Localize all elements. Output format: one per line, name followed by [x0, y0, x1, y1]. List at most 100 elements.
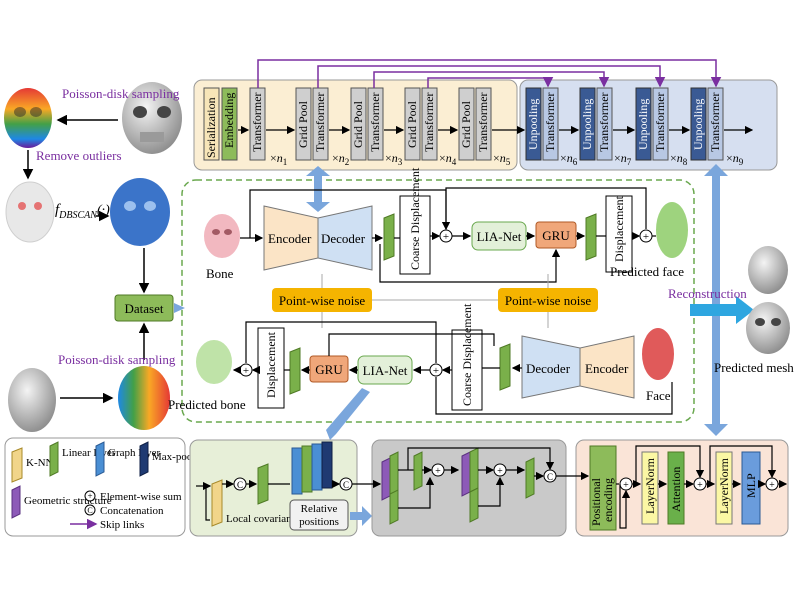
- face-image: [642, 328, 674, 380]
- svg-text:Unpooling: Unpooling: [691, 99, 705, 150]
- svg-text:×n6: ×n6: [560, 151, 578, 167]
- middle-dashed-region: [181, 179, 695, 423]
- mlp-label: MLP: [744, 473, 758, 498]
- legend-skip-links: Skip links: [70, 518, 144, 531]
- bottom-lia-net-label: LIA-Net: [363, 363, 408, 378]
- layernorm-label-1: LayerNorm: [643, 457, 657, 514]
- svg-text:×n8: ×n8: [670, 151, 688, 167]
- bottom-gru-label: GRU: [315, 362, 343, 377]
- noise-label-left: Point-wise noise: [279, 293, 366, 308]
- unpool-stage-3: Unpooling Transformer ×n8: [635, 87, 688, 167]
- faded-skull-image: [5, 181, 55, 243]
- bone-image: [204, 214, 240, 258]
- blue-point-skull-image: [110, 178, 170, 246]
- top-decoder-label: Decoder: [321, 231, 366, 246]
- top-displacement-box: [605, 195, 633, 273]
- unpool-stage-4: Unpooling Transformer ×n9: [690, 87, 744, 167]
- svg-text:×n4: ×n4: [439, 151, 457, 167]
- svg-text:Transformer: Transformer: [476, 92, 490, 152]
- unpool-stage-1: Unpooling Transformer ×n6: [525, 87, 578, 167]
- serialization-block: [203, 87, 220, 161]
- svg-text:K-NN: K-NN: [26, 457, 54, 469]
- attention-block: [667, 451, 685, 525]
- svg-text:+: +: [87, 491, 92, 501]
- bottom-displacement-label: Displacement: [264, 331, 278, 398]
- svg-text:C: C: [547, 472, 553, 482]
- gray-geometric-block: [381, 457, 391, 501]
- svg-text:Transformer: Transformer: [313, 92, 327, 152]
- svg-text:+: +: [697, 480, 703, 491]
- bone-label: Bone: [206, 266, 234, 281]
- top-linear-block: [383, 213, 395, 261]
- poisson-top-label: Poisson-disk sampling: [62, 86, 180, 101]
- bottom-knn-block: [211, 479, 223, 527]
- legend-concatenation: C Concatenation: [84, 504, 164, 517]
- top-coarse-displacement-label: Coarse Displacement: [408, 167, 422, 270]
- svg-text:+: +: [443, 231, 449, 243]
- layernorm-label-2: LayerNorm: [717, 457, 731, 514]
- bottom-coarse-displacement-label: Coarse Displacement: [460, 303, 474, 406]
- svg-text:×n1: ×n1: [270, 151, 287, 167]
- svg-text:×n5: ×n5: [493, 151, 511, 167]
- gray-linear-4: [469, 447, 479, 493]
- positional-encoding-block: [589, 445, 617, 531]
- svg-text:Grid Pool: Grid Pool: [351, 100, 365, 148]
- bottom-linear-block: [499, 343, 511, 391]
- predicted-mesh-label: Predicted mesh: [714, 360, 794, 375]
- svg-text:+: +: [497, 466, 503, 477]
- poisson-bottom-label: Poisson-disk sampling: [58, 352, 176, 367]
- top-linear-block-2: [585, 213, 597, 261]
- bottom-linear-block-2: [289, 347, 301, 395]
- svg-text:Geometric structure: Geometric structure: [24, 495, 112, 507]
- svg-text:Grid Pool: Grid Pool: [296, 100, 310, 148]
- gray-geometric-block-2: [461, 451, 471, 497]
- predicted-mesh-skull-image: [746, 302, 790, 354]
- dataset-box: [114, 294, 174, 322]
- top-gru-label: GRU: [542, 228, 570, 243]
- gray-linear-3: [413, 451, 423, 491]
- grid-pool-stage-2: Grid Pool Transformer ×n3: [350, 87, 403, 167]
- embedding-block: [221, 87, 238, 161]
- top-encoder-label: Encoder: [268, 231, 312, 246]
- gray-linear-5: [469, 487, 479, 523]
- svg-text:+: +: [243, 365, 249, 377]
- remove-outliers-label: Remove outliers: [36, 148, 122, 163]
- predicted-bone-label: Predicted bone: [168, 397, 246, 412]
- svg-text:Concatenation: Concatenation: [100, 505, 164, 517]
- svg-text:Unpooling: Unpooling: [580, 99, 594, 150]
- relative-positions-label-1: Relative: [301, 503, 338, 515]
- colored-skull-image: [4, 88, 52, 148]
- svg-text:Transformer: Transformer: [653, 92, 667, 152]
- grid-pool-stage-4: Grid Pool Transformer ×n5: [458, 87, 511, 167]
- dbscan-symbol: fDBSCAN(·): [55, 202, 110, 221]
- noise-connectors: [321, 274, 549, 328]
- svg-text:Transformer: Transformer: [368, 92, 382, 152]
- reconstruction-arrow: [690, 296, 754, 324]
- bottom-encoder-label: Encoder: [585, 361, 629, 376]
- top-gru-box: [535, 221, 577, 249]
- svg-text:+: +: [623, 480, 629, 491]
- serialization-label: Serialization: [204, 97, 218, 158]
- gray-linear-2: [389, 489, 399, 525]
- reconstruction-label: Reconstruction: [668, 286, 747, 301]
- top-decoder: [317, 205, 373, 271]
- encoder-stage-1: Transformer ×n1: [249, 87, 287, 167]
- noise-box-right: [498, 288, 598, 312]
- top-displacement-label: Displacement: [612, 195, 626, 262]
- svg-text:+: +: [433, 365, 439, 377]
- svg-text:Transformer: Transformer: [250, 92, 264, 152]
- svg-text:Transformer: Transformer: [597, 92, 611, 152]
- bottom-decoder-label: Decoder: [526, 361, 571, 376]
- legend-element-wise-sum: + Element-wise sum: [84, 490, 182, 503]
- svg-text:Grid Pool: Grid Pool: [459, 100, 473, 148]
- svg-text:C: C: [87, 506, 92, 515]
- svg-text:Unpooling: Unpooling: [526, 99, 540, 150]
- top-skip-links: [257, 59, 722, 88]
- svg-text:Grid Pool: Grid Pool: [405, 100, 419, 148]
- layernorm-block-1: [641, 451, 659, 525]
- graph-layer-stack: [291, 441, 333, 495]
- svg-text:C: C: [343, 480, 349, 490]
- attention-label: Attention: [669, 467, 683, 512]
- noise-box-left: [272, 288, 372, 312]
- svg-text:C: C: [237, 480, 243, 490]
